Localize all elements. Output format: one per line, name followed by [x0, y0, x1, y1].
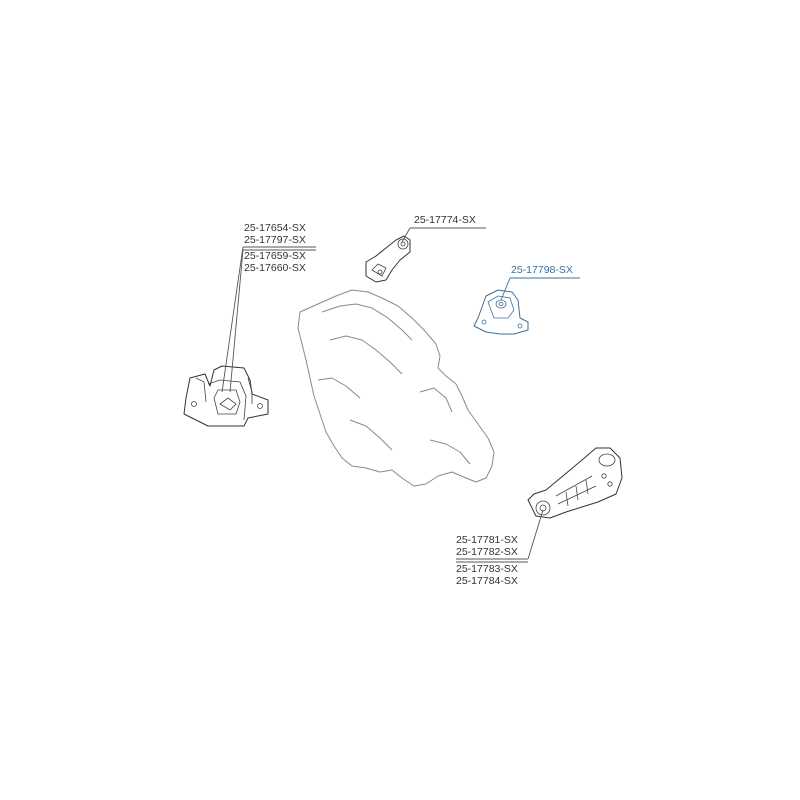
rear-mount-callout: 25-17798-SX	[511, 264, 573, 276]
part-number-label: 25-17784-SX	[456, 575, 518, 587]
part-number-label: 25-17797-SX	[244, 234, 306, 246]
part-number-label: 25-17781-SX	[456, 534, 518, 546]
lower-torque-rod-callout: 25-17781-SX 25-17782-SX 25-17783-SX 25-1…	[456, 534, 518, 587]
engine-block-outline	[297, 289, 495, 487]
part-number-label: 25-17783-SX	[456, 563, 518, 575]
part-number-label: 25-17654-SX	[244, 222, 306, 234]
upper-torque-rod-callout: 25-17774-SX	[414, 214, 476, 226]
left-mount-callout: 25-17654-SX 25-17797-SX 25-17659-SX 25-1…	[244, 222, 306, 274]
part-number-label: 25-17660-SX	[244, 262, 306, 274]
part-number-label: 25-17798-SX	[511, 264, 573, 276]
upper-torque-rod	[365, 235, 411, 283]
left-engine-mount	[183, 365, 269, 427]
rear-engine-mount	[473, 289, 529, 335]
leader-line-rear	[500, 277, 511, 301]
leader-line-left-2	[229, 249, 244, 393]
part-number-label: 25-17774-SX	[414, 214, 476, 226]
part-number-label: 25-17782-SX	[456, 546, 518, 558]
leader-lines	[221, 227, 580, 563]
part-number-label: 25-17659-SX	[244, 250, 306, 262]
leader-line-upper	[401, 227, 411, 243]
lower-torque-rod	[527, 447, 623, 519]
leader-line-lower	[527, 509, 544, 560]
leader-line-left	[221, 246, 244, 393]
